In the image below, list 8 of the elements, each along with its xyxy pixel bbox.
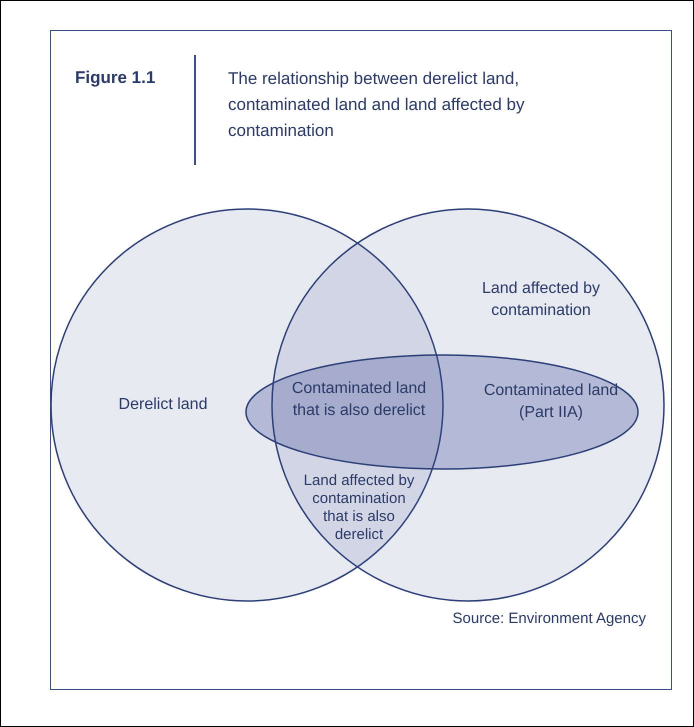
figure-title: The relationship between derelict land, contaminated land and land affected by contamination <box>228 68 526 142</box>
region-label: Contaminated land that is also derelict <box>290 379 428 421</box>
figure-number: Figure 1.1 <box>75 68 156 88</box>
region-label: Land affected by contamination that is also derelict <box>302 472 416 544</box>
region-label: Derelict land <box>118 395 208 415</box>
source-note: Source: Environment Agency <box>452 610 646 627</box>
region-label: Land affected by contamination <box>480 279 602 321</box>
region-label: Contaminated land (Part IIA) <box>482 381 620 423</box>
